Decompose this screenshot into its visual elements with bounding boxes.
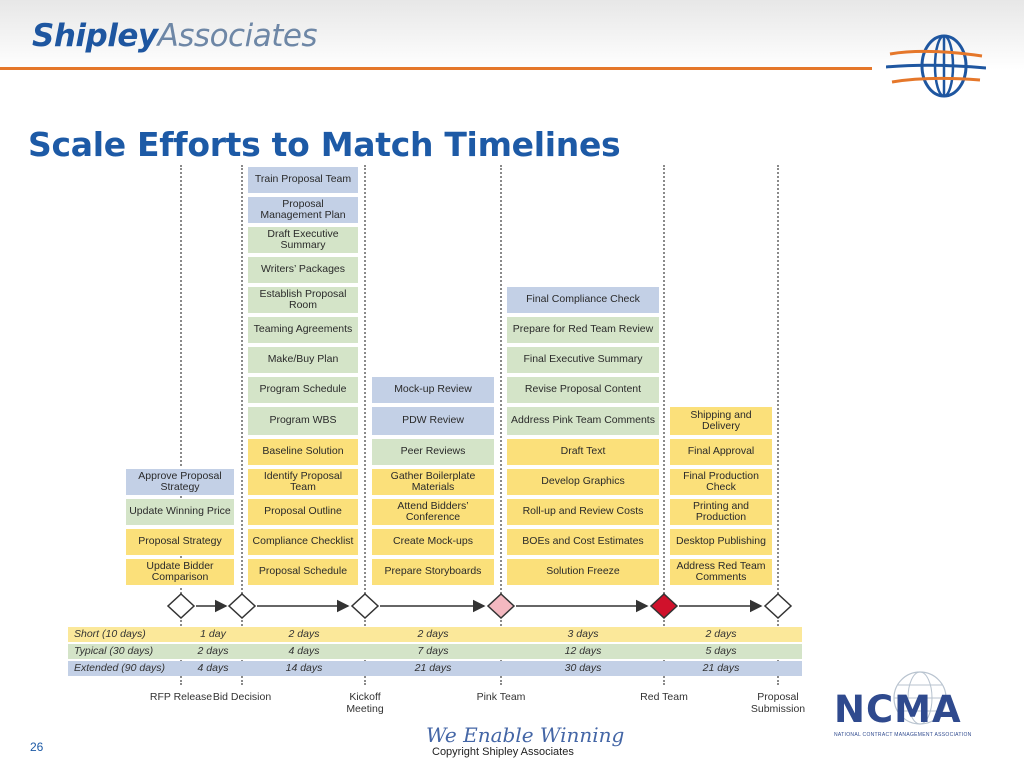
task-final-executive-summary: Final Executive Summary [506,346,660,374]
duration-value: 1 day [200,628,226,640]
duration-label-extended: Extended (90 days) [74,662,166,674]
task-roll-up-and-review-costs: Roll-up and Review Costs [506,498,660,526]
task-establish-proposal-room: Establish Proposal Room [247,286,359,314]
task-revise-proposal-content: Revise Proposal Content [506,376,660,404]
task-create-mock-ups: Create Mock-ups [371,528,495,556]
task-prepare-storyboards: Prepare Storyboards [371,558,495,586]
duration-value: 2 days [288,628,320,640]
task-peer-reviews: Peer Reviews [371,438,495,466]
task-compliance-checklist: Compliance Checklist [247,528,359,556]
duration-label-short: Short (10 days) [74,628,146,640]
ncma-globe-icon [893,671,947,725]
task-train-proposal-team: Train Proposal Team [247,166,359,194]
duration-value: 4 days [288,645,320,657]
milestone-line-bid [241,165,243,685]
task-final-compliance-check: Final Compliance Check [506,286,660,314]
duration-value: 14 days [285,662,323,674]
copyright: Copyright Shipley Associates [432,746,574,758]
duration-label-typical: Typical (30 days) [74,645,154,657]
task-solution-freeze: Solution Freeze [506,558,660,586]
milestone-label-rfp: RFP Release [149,691,213,703]
duration-value: 4 days [197,662,229,674]
duration-value: 5 days [705,645,737,657]
duration-value: 21 days [702,662,740,674]
milestone-diamond-submission [763,592,793,620]
milestone-diamond-rfp [166,592,196,620]
duration-band-short [68,627,802,642]
task-final-approval: Final Approval [669,438,773,466]
task-final-production-check: Final Production Check [669,468,773,496]
milestone-diamond-kickoff [350,592,380,620]
task-baseline-solution: Baseline Solution [247,438,359,466]
ncma-logo: NCMA NATIONAL CONTRACT MANAGEMENT ASSOCI… [828,668,983,745]
globe-icon [886,34,986,98]
task-program-wbs: Program WBS [247,406,359,436]
timeline [166,592,793,620]
duration-value: 2 days [417,628,449,640]
milestone-line-submission [777,165,779,685]
task-prepare-for-red-team-review: Prepare for Red Team Review [506,316,660,344]
milestone-label-submission: Proposal Submission [750,691,806,715]
page-title: Scale Efforts to Match Timelines [28,125,621,164]
header-divider [0,67,872,70]
task-proposal-schedule: Proposal Schedule [247,558,359,586]
duration-band-extended [68,661,802,676]
milestone-label-pink: Pink Team [476,691,526,703]
task-desktop-publishing: Desktop Publishing [669,528,773,556]
task-shipping-and-delivery: Shipping and Delivery [669,406,773,436]
milestone-line-pink [500,165,502,685]
milestone-label-bid: Bid Decision [212,691,272,703]
task-program-schedule: Program Schedule [247,376,359,404]
header-bar [0,0,1024,70]
task-make-buy-plan: Make/Buy Plan [247,346,359,374]
task-mock-up-review: Mock-up Review [371,376,495,404]
task-boes-and-cost-estimates: BOEs and Cost Estimates [506,528,660,556]
logo-secondary-text: Associates [157,18,318,54]
task-draft-text: Draft Text [506,438,660,466]
task-update-winning-price: Update Winning Price [125,498,235,526]
milestone-line-kickoff [364,165,366,685]
milestone-diamond-red [649,592,679,620]
milestone-line-red [663,165,665,685]
duration-value: 12 days [564,645,602,657]
task-proposal-strategy: Proposal Strategy [125,528,235,556]
ncma-subtitle: NATIONAL CONTRACT MANAGEMENT ASSOCIATION [834,732,972,738]
milestone-label-kickoff: Kickoff Meeting [346,691,384,715]
duration-value: 7 days [417,645,449,657]
task-pdw-review: PDW Review [371,406,495,436]
task-approve-proposal-strategy: Approve Proposal Strategy [125,468,235,496]
task-printing-and-production: Printing and Production [669,498,773,526]
task-proposal-outline: Proposal Outline [247,498,359,526]
duration-band-typical [68,644,802,659]
task-develop-graphics: Develop Graphics [506,468,660,496]
duration-value: 21 days [414,662,452,674]
milestone-diamond-bid [227,592,257,620]
page-number: 26 [30,740,44,754]
task-writers-packages: Writers’ Packages [247,256,359,284]
logo-primary-text: Shipley [32,18,158,54]
task-proposal-management-plan: Proposal Management Plan [247,196,359,224]
duration-value: 30 days [564,662,602,674]
duration-value: 3 days [567,628,599,640]
tagline: We Enable Winning [426,723,625,747]
task-update-bidder-comparison: Update Bidder Comparison [125,558,235,586]
task-draft-executive-summary: Draft Executive Summary [247,226,359,254]
milestone-label-red: Red Team [640,691,688,703]
task-gather-boilerplate-materials: Gather Boilerplate Materials [371,468,495,496]
task-address-red-team-comments: Address Red Team Comments [669,558,773,586]
ncma-logo-text: NCMA [834,688,962,731]
task-identify-proposal-team: Identify Proposal Team [247,468,359,496]
milestone-diamond-pink [486,592,516,620]
task-attend-bidders-conference: Attend Bidders’ Conference [371,498,495,526]
duration-value: 2 days [197,645,229,657]
shipley-logo: ShipleyAssociates [32,18,318,54]
milestone-line-rfp [180,165,182,685]
task-address-pink-team-comments: Address Pink Team Comments [506,406,660,436]
duration-value: 2 days [705,628,737,640]
task-teaming-agreements: Teaming Agreements [247,316,359,344]
